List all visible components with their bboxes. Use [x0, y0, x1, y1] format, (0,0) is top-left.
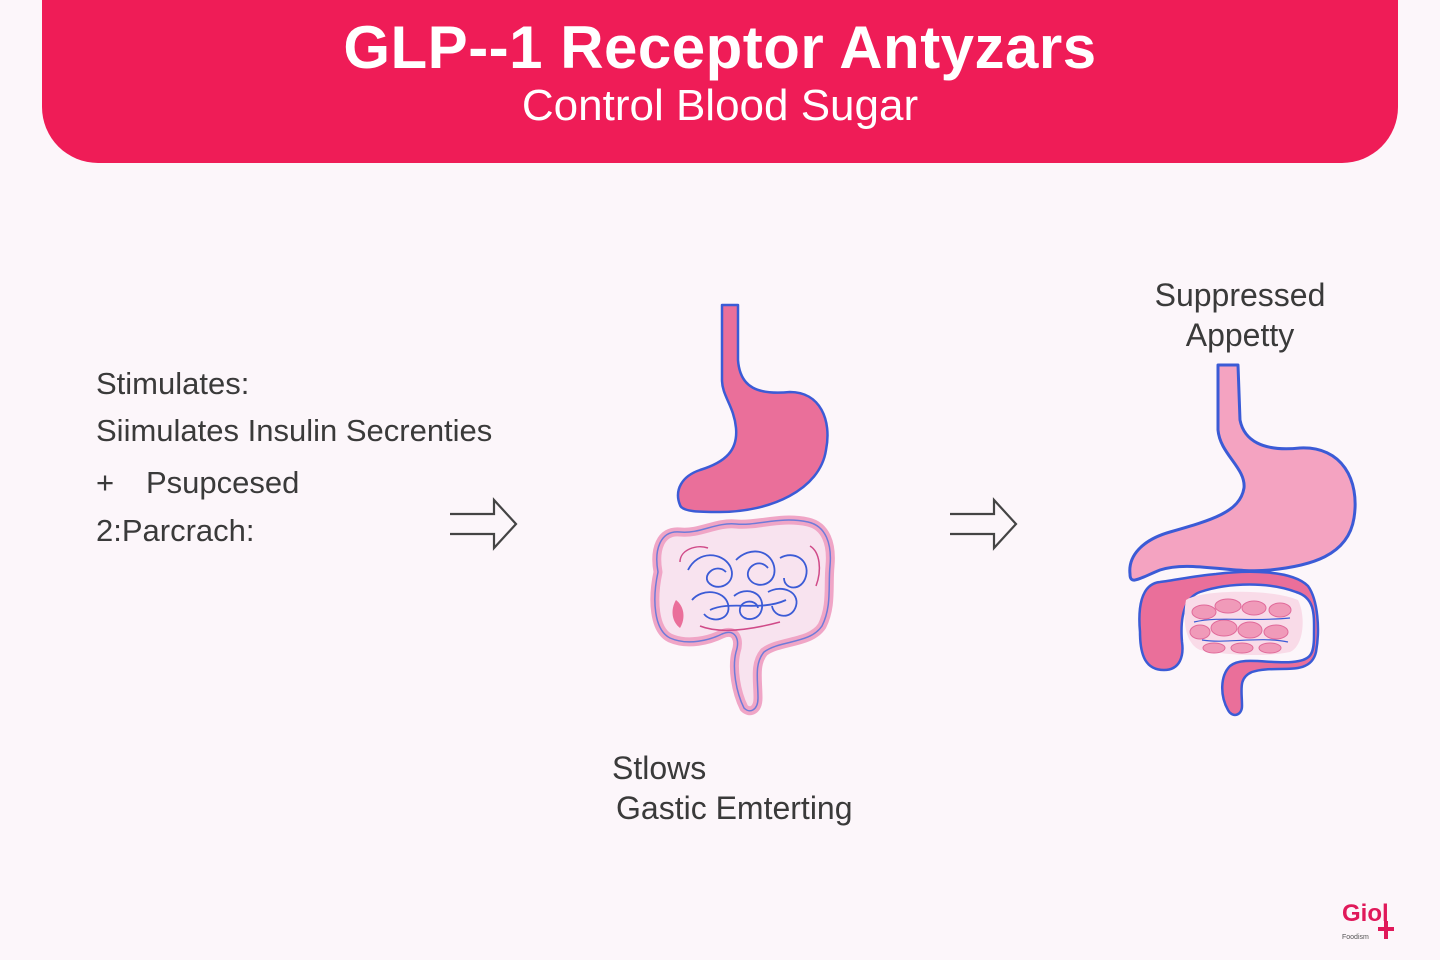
page-subtitle: Control Blood Sugar: [521, 81, 919, 130]
title-banner: GLP--1 Receptor Antyzars Control Blood S…: [42, 0, 1398, 163]
caption-mid-line2: Gastic Emterting: [616, 790, 853, 826]
bullet-plus: +: [96, 465, 115, 500]
stomach-intestines-icon: [650, 303, 835, 716]
logo-text: Giol: [1342, 900, 1389, 927]
appetite-caption: Suppressed Appetty: [1140, 275, 1340, 355]
mechanism-pancreas: 2:Parcrach:: [96, 513, 255, 548]
mechanism-suppressed: Psupcesed: [146, 465, 300, 500]
caption-right-line2: Appetty: [1185, 317, 1295, 353]
logo-subtext: Foodism: [1342, 934, 1369, 941]
right-arrow-icon: [450, 497, 518, 551]
mechanism-heading: Stimulates:: [96, 366, 250, 401]
caption-right-line1: Suppressed: [1154, 277, 1326, 313]
right-arrow-icon: [950, 497, 1018, 551]
caption-mid-line1: Stlows: [612, 750, 707, 786]
gastric-emptying-caption: Stlows Gastic Emterting: [612, 748, 853, 828]
brand-logo: Giol Foodism: [1342, 900, 1394, 941]
mechanism-bullet-item: + Psupcesed: [96, 465, 299, 501]
stomach-intestines-icon: [1128, 363, 1357, 717]
page-title: GLP--1 Receptor Antyzars: [343, 14, 1097, 81]
mechanism-insulin: Siimulates Insulin Secrenties: [96, 413, 493, 448]
